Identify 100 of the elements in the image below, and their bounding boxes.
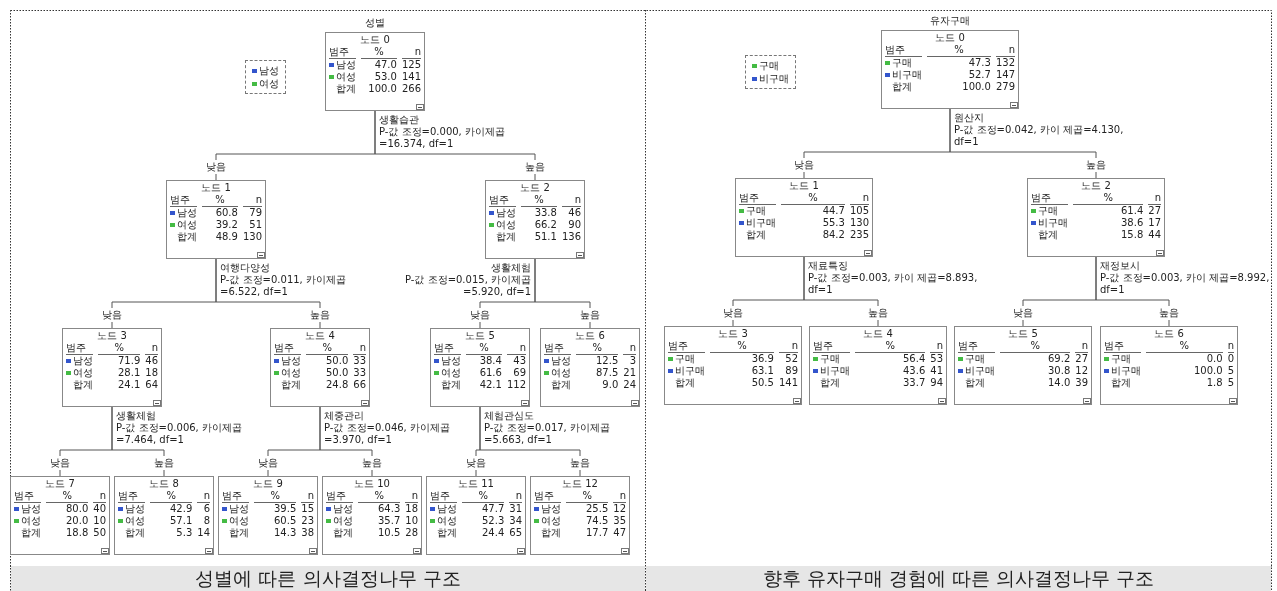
node-heading: 노드 3 [717,328,749,340]
tree-node-box [218,476,318,555]
column-header: 범주 [329,46,356,59]
percent-value: 60.8 [214,207,238,219]
total-label: 합계 [1037,229,1058,240]
total-label: 합계 [440,379,461,390]
category-label: 비구매 [892,69,922,80]
percent-value: 100.0 [1193,365,1223,377]
count-value: 33 [353,367,366,379]
column-header: 범주 [739,192,776,205]
count-value: 21 [623,367,636,379]
total-label: 합계 [674,377,695,388]
tree-node-box [1027,178,1165,257]
count-value: 141 [401,71,421,83]
percent-value: 1.8 [1205,377,1223,389]
edge-label: 낮음 [464,456,488,470]
category-label: 남성 [496,207,516,218]
edge-label: 높음 [360,456,384,470]
edge-label: 낮음 [256,456,280,470]
count-value: 52 [784,353,798,365]
count-value: 47 [613,527,626,539]
percent-value: 12.5 [595,355,619,367]
split-statistics: P-값 조정=0.042, 카이 제곱=4.130, df=1 [954,124,1124,148]
percent-value: 47.7 [481,503,505,515]
edge-label: 낮음 [792,158,816,172]
figure-caption: 성별에 따른 의사결정나무 구조 [11,566,645,591]
node-heading: 노드 6 [1153,328,1185,340]
category-label: 여성 [551,367,571,378]
figure-caption: 향후 유자구매 경험에 따른 의사결정나무 구조 [646,566,1271,591]
total-label: 합계 [176,231,197,242]
total-label: 합계 [335,83,356,94]
split-variable: 생활습관 [379,114,420,126]
count-value: 12 [1075,365,1088,377]
count-value: 90 [567,219,581,231]
total-label: 합계 [124,527,145,538]
total-label: 합계 [280,379,301,390]
category-label: 남성 [333,503,353,514]
split-variable: 체험관심도 [484,410,535,422]
tree-node-box [426,476,526,555]
column-header: n [930,340,943,353]
tree-title: 성별 [364,16,386,30]
category-label: 남성 [281,355,301,366]
percent-value: 24.4 [481,527,505,539]
count-value: 8 [202,515,210,527]
column-header: 범주 [1031,192,1068,205]
percent-value: 24.1 [117,379,141,391]
edge-label: 높음 [1084,158,1108,172]
percent-value: 17.7 [585,527,609,539]
category-label: 여성 [541,515,561,526]
connector-line [949,108,1097,179]
tree-node-box [270,328,370,407]
count-value: 64 [145,379,158,391]
legend-label: 남성 [259,65,279,76]
column-header: 범주 [430,490,457,503]
percent-value: 52.3 [481,515,505,527]
category-label: 남성 [336,59,356,70]
percent-value: 38.4 [478,355,502,367]
percent-value: 0.0 [1205,353,1223,365]
column-header: 범주 [885,44,922,57]
percent-value: 9.0 [601,379,619,391]
column-header: 범주 [668,340,705,353]
tree-node-box [10,476,110,555]
tree-node-box [325,32,425,111]
node-heading: 노드 10 [353,478,391,490]
split-variable: 원산지 [954,112,985,124]
edge-label: 높음 [1157,306,1181,320]
edge-label: 높음 [308,308,332,322]
percent-value: 100.0 [961,81,991,93]
split-variable: 여행다양성 [220,262,271,274]
node-heading: 노드 0 [934,32,966,44]
percent-value: 39.2 [214,219,238,231]
percent-value: 42.9 [169,503,193,515]
edge-label: 낮음 [1011,306,1035,320]
edge-label: 높음 [152,456,176,470]
category-label: 여성 [437,515,457,526]
category-label: 남성 [551,355,571,366]
percent-value: 51.1 [533,231,557,243]
connector-line [215,258,321,329]
column-header: % [358,490,401,503]
column-header: % [1073,192,1144,205]
count-value: 24 [623,379,636,391]
count-value: 3 [628,355,636,367]
count-value: 51 [248,219,262,231]
category-label: 여성 [336,71,356,82]
legend-label: 여성 [259,78,279,89]
count-value: 141 [778,377,798,389]
node-heading: 노드 4 [304,330,336,342]
split-statistics: P-값 조정=0.046, 카이제곱=3.970, df=1 [324,422,451,446]
percent-value: 44.7 [821,205,845,217]
percent-value: 15.8 [1120,229,1144,241]
connector-line [374,110,536,181]
percent-value: 33.8 [533,207,557,219]
column-header: 범주 [118,490,145,503]
count-value: 125 [401,59,421,71]
node-heading: 노드 2 [1080,180,1112,192]
node-heading: 노드 5 [1007,328,1039,340]
column-header: 범주 [14,490,41,503]
column-header: % [927,44,991,57]
split-statistics: P-값 조정=0.003, 카이 제곱=8.992, df=1 [1100,272,1270,296]
percent-value: 35.7 [377,515,401,527]
